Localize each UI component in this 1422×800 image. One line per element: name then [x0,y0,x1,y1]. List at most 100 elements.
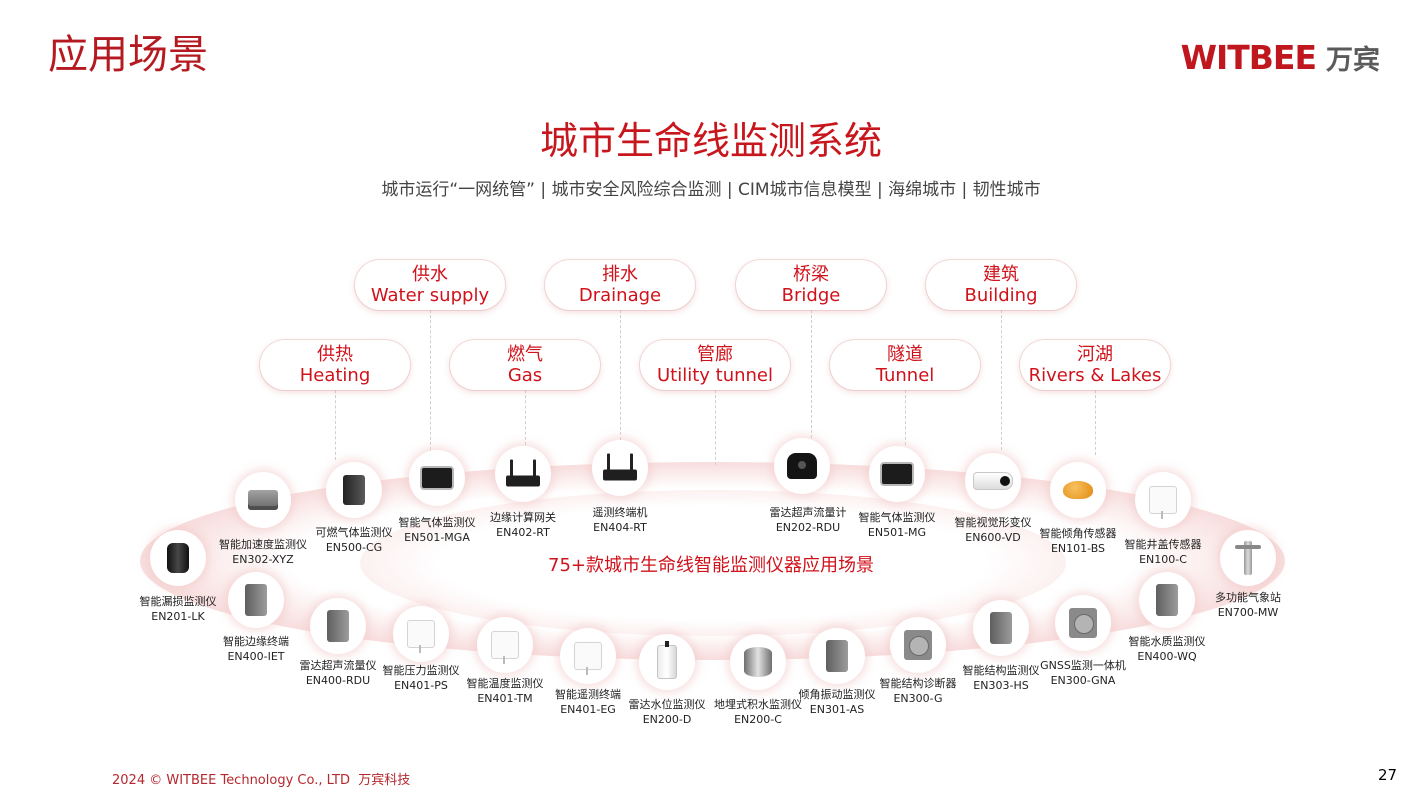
connector-line [620,310,621,440]
device-photo [1220,530,1276,586]
device-name: 智能遥测终端 [555,688,621,701]
scenario-cn: 排水 [602,264,638,285]
device-photo [235,472,291,528]
connector-line [715,390,716,465]
device-photo [730,634,786,690]
device-label: 雷达水位监测仪 EN200-D [602,697,732,727]
device-model: EN700-MW [1217,606,1279,619]
device-model: EN101-BS [1050,542,1106,555]
device-photo [150,530,206,586]
device-model: EN400-RDU [305,674,371,687]
device-name: 智能结构诊断器 [879,677,957,690]
device-name: 智能视觉形变仪 [954,516,1032,529]
scenario-cn: 河湖 [1077,344,1113,365]
device-photo [890,617,946,673]
device-model: EN401-PS [394,679,448,692]
scenario-en: Rivers & Lakes [1028,365,1162,386]
device-model: EN200-D [642,713,692,726]
waterlogging-sensor-icon [744,647,772,677]
device-photo [809,628,865,684]
device-name: 智能井盖传感器 [1124,538,1202,551]
device-model: EN301-AS [809,703,865,716]
device-photo [1050,462,1106,518]
device-model: EN200-C [734,713,782,726]
device-name: 遥测终端机 [592,506,648,519]
device-photo [310,598,366,654]
device-name: 雷达超声流量计 [769,506,847,519]
scenario-en: Heating [299,365,371,386]
device-model: EN400-IET [227,650,285,663]
tilt-sensor-icon [1063,481,1093,499]
device-name: 智能倾角传感器 [1039,527,1117,540]
device-model: EN400-WQ [1137,650,1197,663]
weather-station-icon [1235,541,1261,575]
edge-terminal-icon [245,584,267,616]
scenario-en: Tunnel [875,365,935,386]
device-model: EN300-GNA [1050,674,1116,687]
device-photo [326,462,382,518]
scenario-cn: 燃气 [507,344,543,365]
platform-label: 75+款城市生命线智能监测仪器应用场景 [548,555,874,576]
connector-line [335,390,336,460]
structure-monitor-icon [990,612,1012,644]
connector-line [811,310,812,438]
pressure-sensor-icon [407,620,435,653]
device-photo [1055,595,1111,651]
device-label: 智能视觉形变仪 EN600-VD [928,515,1058,545]
device-name: 雷达超声流量仪 [299,659,377,672]
device-model: EN600-VD [965,531,1021,544]
device-model: EN303-HS [973,679,1029,692]
page-number: 27 [1378,766,1398,784]
device-model: EN501-MGA [404,531,470,544]
device-photo [869,446,925,502]
device-label: 雷达超声流量仪 EN400-RDU [273,658,403,688]
device-model: EN401-EG [560,703,616,716]
device-model: EN402-RT [496,526,550,539]
scenario-rivers-lakes: 河湖 Rivers & Lakes [1020,340,1170,390]
scenario-en: Building [964,285,1038,306]
device-label: 智能倾角传感器 EN101-BS [1013,526,1143,556]
gnss-receiver-icon [1069,608,1097,638]
device-photo [973,600,1029,656]
device-photo [774,438,830,494]
scenario-cn: 管廊 [697,344,733,365]
device-name: GNSS监测一体机 [1040,659,1126,672]
device-name: 可燃气体监测仪 [315,526,393,539]
device-name: 雷达水位监测仪 [628,698,706,711]
device-model: EN300-G [893,692,943,705]
device-photo [409,450,465,506]
scenario-water-supply: 供水 Water supply [355,260,505,310]
scenario-cn: 建筑 [983,264,1019,285]
device-photo [393,606,449,662]
manhole-sensor-icon [1149,486,1177,519]
leak-detector-icon [167,543,189,573]
brand-logo: WITBEE 万宾 [1181,38,1380,77]
device-label: GNSS监测一体机 EN300-GNA [1018,658,1148,688]
device-label: 雷达超声流量计 EN202-RDU [743,505,873,535]
scenario-en: Drainage [578,285,662,306]
page-title: 应用场景 [48,32,208,78]
radar-flowmeter-icon [787,453,817,479]
scenario-tunnel: 隧道 Tunnel [830,340,980,390]
gas-monitor-icon [880,462,914,486]
vibration-sensor-icon [826,640,848,672]
device-model: EN202-RDU [775,521,841,534]
connector-line [1001,310,1002,450]
device-photo [228,572,284,628]
device-name: 智能漏损监测仪 [139,595,217,608]
temperature-sensor-icon [491,631,519,664]
telemetry-router-icon [603,453,637,481]
radar-level-icon [657,641,677,679]
connector-line [905,390,906,445]
